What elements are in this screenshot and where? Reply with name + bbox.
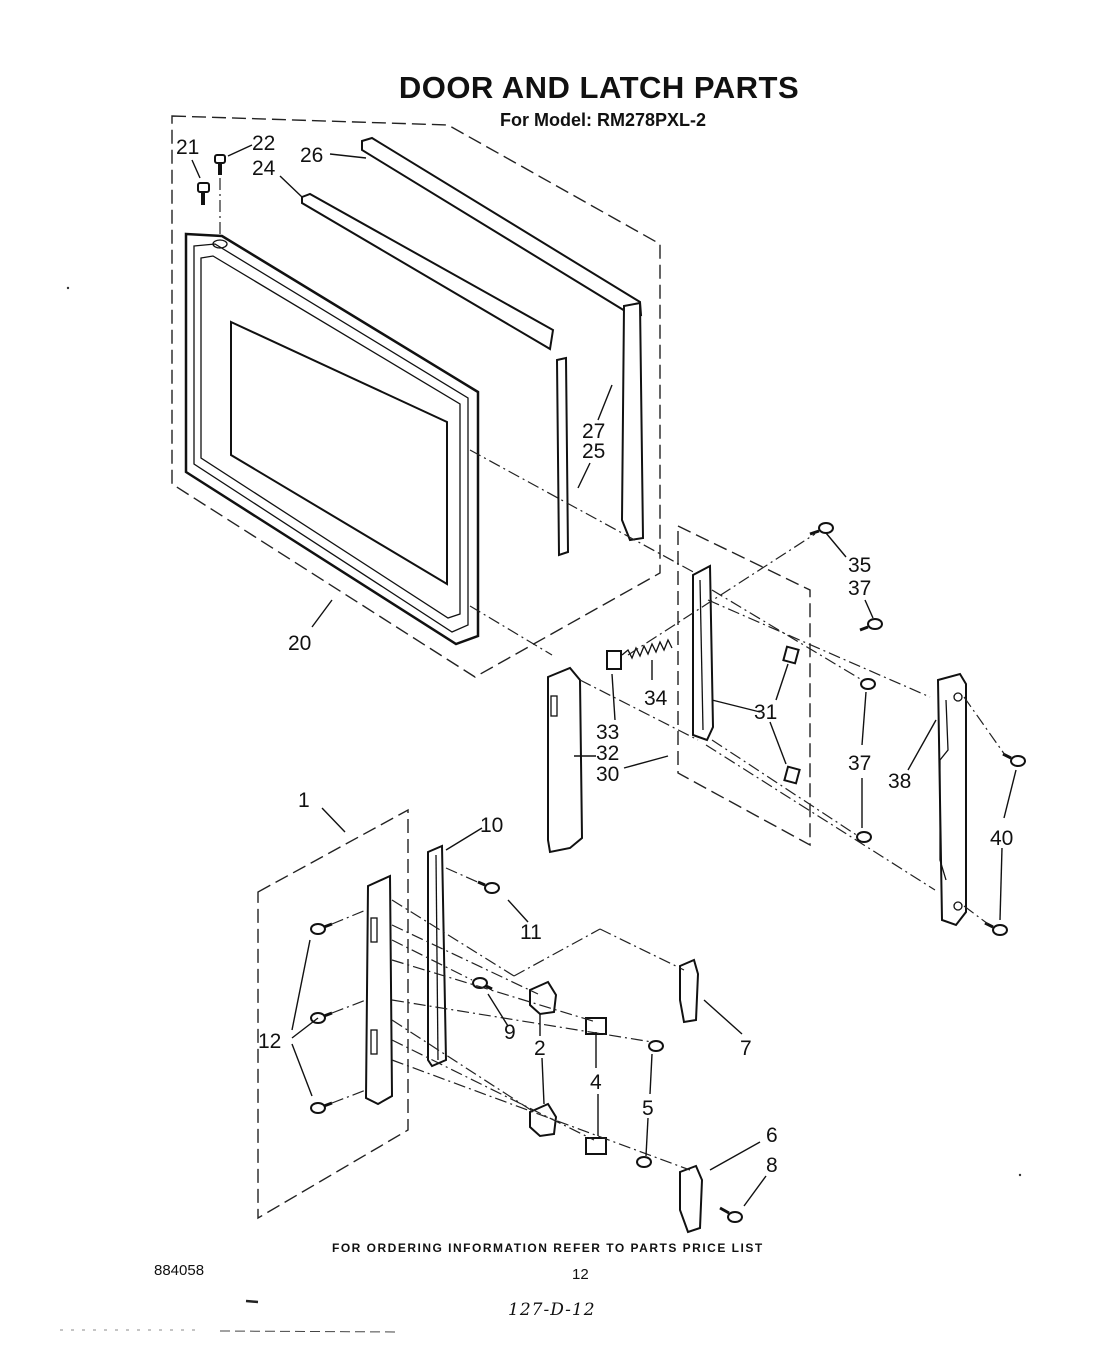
callout-31: 31 xyxy=(754,701,778,724)
callout-40: 40 xyxy=(990,827,1014,850)
screw-part-35 xyxy=(809,522,834,536)
callout-8: 8 xyxy=(766,1154,778,1177)
seal-strip-part-25 xyxy=(555,356,570,557)
callout-2: 2 xyxy=(534,1037,546,1060)
handwritten-code: 127-D-12 xyxy=(508,1300,596,1320)
callout-arrows xyxy=(191,144,1017,1207)
latch-block-part-33 xyxy=(606,650,622,670)
scan-mark xyxy=(245,1299,259,1304)
cam-part-2-lower xyxy=(529,1102,558,1138)
callout-37-lower: 37 xyxy=(848,752,872,775)
screw-part-40-lower xyxy=(984,921,1008,936)
callout-37-upper: 37 xyxy=(848,577,872,600)
ordering-footer-note: FOR ORDERING INFORMATION REFER TO PARTS … xyxy=(332,1241,764,1255)
callout-25: 25 xyxy=(582,440,606,463)
callout-9: 9 xyxy=(504,1021,516,1044)
handle-part-32 xyxy=(547,666,584,854)
cam-part-2-upper xyxy=(529,980,558,1016)
callout-26: 26 xyxy=(300,144,324,167)
latch-assembly-boundary xyxy=(677,524,811,847)
callout-38: 38 xyxy=(888,770,912,793)
switch-part-4-lower xyxy=(585,1137,607,1155)
screw-part-37-upper xyxy=(859,618,883,632)
latch-hook-part-31-upper xyxy=(782,645,800,665)
screw-part-12-top xyxy=(310,922,333,935)
callout-21: 21 xyxy=(176,136,200,159)
document-number: 884058 xyxy=(154,1262,205,1279)
screw-part-37-lower xyxy=(856,831,872,843)
trim-strip-part-27 xyxy=(620,301,645,542)
callout-6: 6 xyxy=(766,1124,778,1147)
bracket-rail-part-10 xyxy=(427,844,448,1068)
callout-5: 5 xyxy=(642,1097,654,1120)
screw-part-5-upper xyxy=(648,1040,664,1052)
latch-bracket-part-30 xyxy=(692,564,715,742)
latch-hook-part-31-lower xyxy=(783,765,801,785)
spring-part-34 xyxy=(621,638,673,660)
callout-27: 27 xyxy=(582,420,606,443)
callout-35: 35 xyxy=(848,554,872,577)
scan-speck xyxy=(66,286,70,290)
callout-1: 1 xyxy=(298,789,310,812)
side-rail-part-38 xyxy=(936,672,967,927)
callout-33: 33 xyxy=(596,721,620,744)
diagram-title: DOOR AND LATCH PARTS xyxy=(398,70,800,105)
callout-32: 32 xyxy=(596,742,620,765)
interlock-assembly-boundary xyxy=(257,808,409,1220)
screw-part-8 xyxy=(719,1206,743,1223)
callout-22: 22 xyxy=(252,132,276,155)
callout-4: 4 xyxy=(590,1071,602,1094)
callout-10: 10 xyxy=(480,814,504,837)
callout-11: 11 xyxy=(520,921,542,944)
callout-12: 12 xyxy=(258,1030,282,1053)
seal-strip-part-24 xyxy=(301,192,555,351)
scan-mark xyxy=(219,1330,401,1333)
callout-34: 34 xyxy=(644,687,668,710)
door-frame-part-20 xyxy=(184,232,480,646)
switch-bracket-part-7 xyxy=(679,958,700,1024)
callout-7: 7 xyxy=(740,1037,752,1060)
callout-30: 30 xyxy=(596,763,620,786)
screw-part-40-upper xyxy=(1002,752,1026,767)
screw-part-12-bottom xyxy=(310,1101,333,1114)
screw-part-37-middle xyxy=(860,678,876,690)
switch-bracket-part-6 xyxy=(679,1164,704,1234)
trim-strip-part-26 xyxy=(361,136,643,317)
scan-speck xyxy=(1018,1173,1022,1177)
screw-part-22 xyxy=(214,154,226,175)
model-line: For Model: RM278PXL-2 xyxy=(500,110,707,130)
door-assembly-boundary xyxy=(171,115,661,678)
screw-part-21 xyxy=(197,182,210,205)
callout-20: 20 xyxy=(288,632,312,655)
mounting-plate-part-1 xyxy=(364,874,394,1106)
page-number: 12 xyxy=(572,1266,589,1283)
screw-part-5-lower xyxy=(636,1156,652,1168)
callout-24: 24 xyxy=(252,157,276,180)
